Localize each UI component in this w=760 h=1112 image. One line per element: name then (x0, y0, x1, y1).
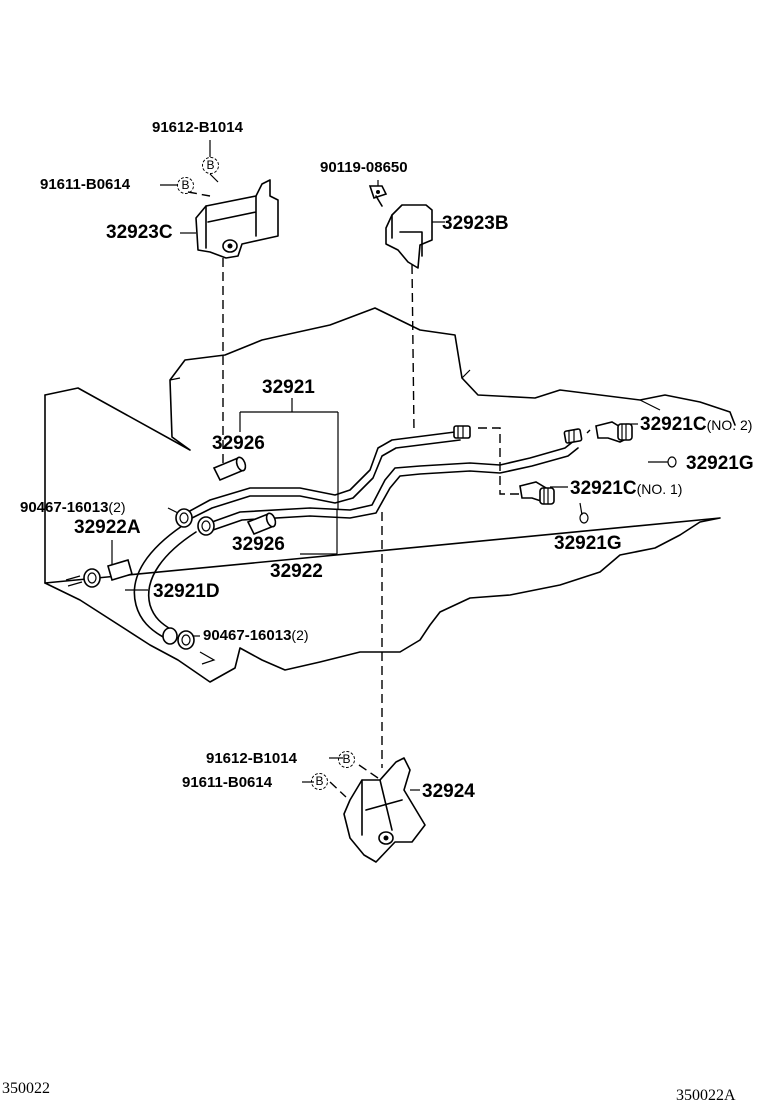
transmission-outline (44, 307, 736, 683)
label-90119: 90119-08650 (320, 159, 408, 176)
label-90467-a: 90467-16013(2) (20, 500, 126, 515)
hose-clamps (83, 508, 215, 650)
label-leaders (111, 140, 668, 791)
label-32921: 32921 (262, 377, 315, 398)
label-32923B: 32923B (442, 213, 509, 234)
label-32922: 32922 (270, 561, 323, 582)
elbow-32921C-no1 (519, 481, 555, 505)
label-91612-bottom: 91612-B1014 (206, 750, 297, 767)
label-32924: 32924 (422, 781, 475, 802)
label-91611-bottom: 91611-B0614 (182, 774, 273, 791)
diagram-code-left: 350022 (2, 1080, 50, 1097)
bracket-32923C (195, 179, 279, 259)
bolt-marker-3: B (338, 751, 355, 768)
o-rings (579, 456, 677, 524)
label-32921C-no1-tag: (NO. 1) (636, 481, 683, 497)
cooler-pipes (187, 431, 579, 531)
label-32926-b: 32926 (232, 534, 285, 555)
elbow-32921C-no2 (595, 421, 633, 443)
label-32921C-no1: 32921C(NO. 1) (570, 479, 682, 498)
label-90467-a-number: 90467-16013 (20, 499, 109, 516)
diagram-code-right: 350022A (676, 1087, 736, 1104)
pipe-fittings (453, 425, 583, 444)
label-32923C: 32923C (106, 222, 173, 243)
bracket-32923B (385, 204, 433, 269)
hose-32921D (133, 525, 197, 639)
label-32922A: 32922A (74, 517, 141, 538)
label-90467-b-qty: (2) (291, 627, 309, 643)
label-32921G-b: 32921G (554, 533, 622, 554)
label-91612-top: 91612-B1014 (152, 119, 243, 136)
label-32921C-no2: 32921C(NO. 2) (640, 415, 752, 434)
label-32921C-no2-number: 32921C (640, 414, 707, 435)
bolt-marker-1: B (202, 157, 219, 174)
label-90467-a-qty: (2) (108, 499, 126, 515)
hoses-32926 (212, 456, 277, 536)
label-90467-b-number: 90467-16013 (203, 627, 292, 644)
leader-lines (187, 191, 591, 798)
label-91611-top: 91611-B0614 (40, 176, 131, 193)
bracket-32924 (343, 757, 426, 863)
bolt-90119 (368, 185, 388, 207)
hose-32922A (65, 559, 216, 665)
label-32921C-no1-number: 32921C (570, 478, 637, 499)
bolt-marker-2: B (177, 177, 194, 194)
label-32921D: 32921D (153, 581, 220, 602)
label-32921C-no2-tag: (NO. 2) (706, 417, 753, 433)
label-32921G-a: 32921G (686, 453, 754, 474)
label-32926-a: 32926 (212, 433, 265, 454)
label-90467-b: 90467-16013(2) (203, 628, 309, 643)
bolt-marker-4: B (311, 773, 328, 790)
